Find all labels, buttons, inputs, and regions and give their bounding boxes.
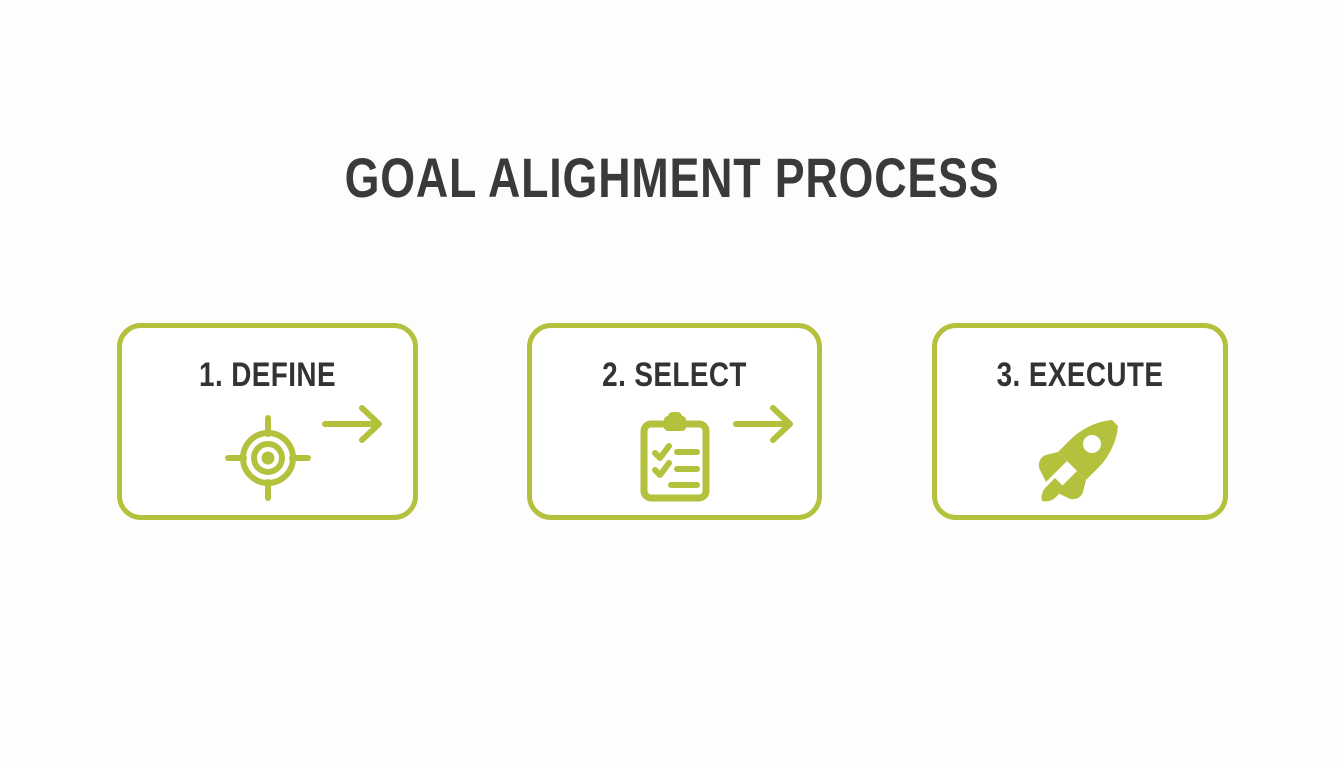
step-card-execute[interactable]: 3. EXECUTE <box>932 323 1228 520</box>
step-label-define: 1. DEFINE <box>199 356 336 394</box>
step-label-execute: 3. EXECUTE <box>996 356 1164 394</box>
clipboard-checklist-icon <box>532 408 817 508</box>
arrow-right-icon <box>731 402 801 446</box>
arrow-right-icon <box>320 402 390 446</box>
rocket-icon <box>937 408 1223 508</box>
page-title: GOAL ALIGHMENT PROCESS <box>344 146 1000 209</box>
target-crosshair-icon <box>122 408 413 508</box>
process-flow: 1. DEFINE <box>0 323 1344 523</box>
step-card-select[interactable]: 2. SELECT <box>527 323 822 520</box>
step-label-select: 2. SELECT <box>602 356 747 394</box>
